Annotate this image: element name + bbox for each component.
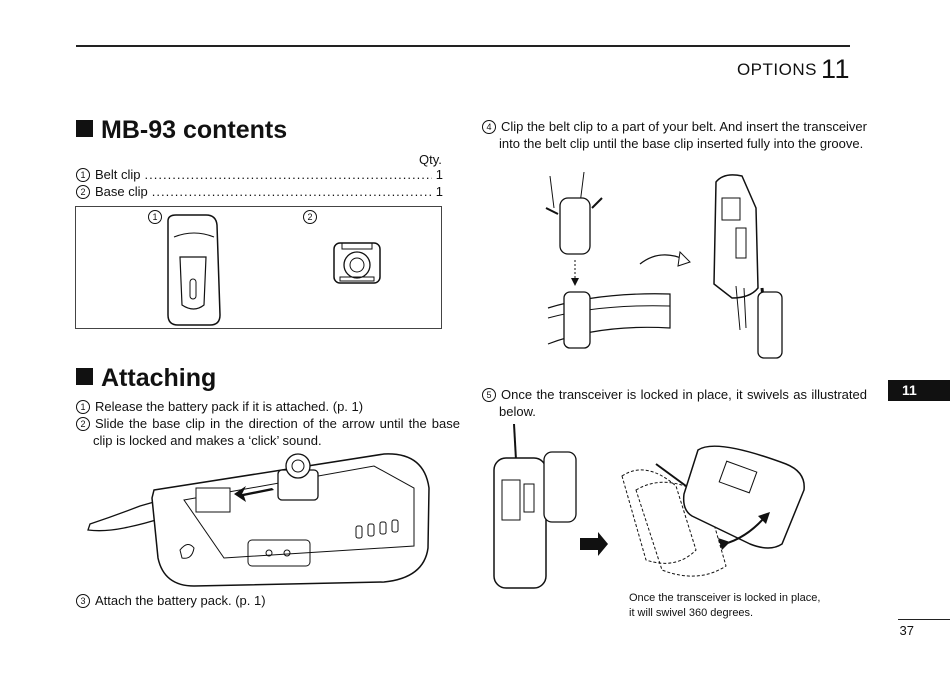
figure-label: 1 — [148, 210, 162, 224]
chapter-number: 11 — [820, 54, 850, 84]
base-clip-attach-illustration — [87, 453, 430, 587]
header-rule — [76, 45, 850, 47]
page-number-rule — [898, 619, 950, 620]
contents-title: MB-93 contents — [76, 116, 287, 145]
page-number: 37 — [899, 623, 914, 638]
belt-clip-illustration — [167, 214, 381, 326]
square-bullet-icon — [76, 120, 93, 137]
contents-figure-box: 1 2 — [75, 206, 442, 329]
figure-label: 2 — [303, 210, 317, 224]
step-number: 1 — [76, 400, 90, 414]
step-number: 5 — [482, 388, 496, 402]
attaching-title: Attaching — [76, 364, 216, 393]
item-qty: 1 — [435, 167, 443, 182]
leader-dots: ........................................… — [144, 167, 432, 182]
square-bullet-icon — [76, 368, 93, 385]
leader-dots: ........................................… — [151, 184, 432, 199]
swivel-illustration — [493, 423, 805, 589]
step-number: 2 — [76, 184, 90, 199]
item-qty: 1 — [435, 184, 443, 199]
step-number: 3 — [76, 594, 90, 608]
step-number: 4 — [482, 120, 496, 134]
item-name: Base clip — [95, 184, 148, 199]
step-number: 2 — [76, 417, 90, 431]
qty-label: Qty. — [419, 152, 442, 167]
contents-item-base-clip: 2 Base clip ............................… — [76, 184, 443, 199]
swivel-caption: Once the transceiver is locked in place,… — [629, 592, 821, 619]
chapter-tab: 11 — [888, 380, 950, 401]
section-label: OPTIONS — [736, 60, 817, 79]
item-name: Belt clip — [95, 167, 141, 182]
step-number: 1 — [76, 167, 90, 182]
contents-item-belt-clip: 1 Belt clip ............................… — [76, 167, 443, 182]
belt-clip-insert-illustration — [545, 171, 783, 359]
